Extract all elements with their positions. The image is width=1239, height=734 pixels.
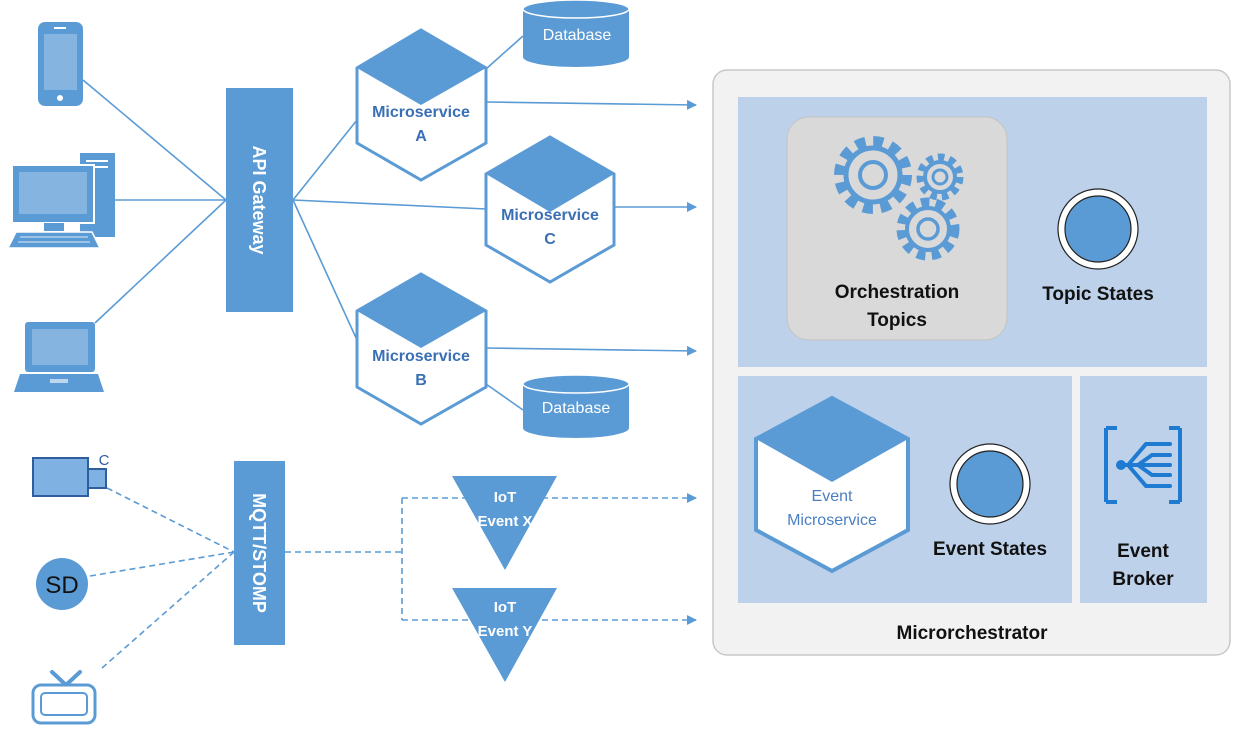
- mqtt-stomp-gateway: MQTT/STOMP: [234, 461, 285, 645]
- event-states-label: Event States: [933, 539, 1047, 560]
- event-microservice: Event Microservice: [754, 395, 910, 574]
- laptop-icon: [14, 322, 104, 392]
- microservice-b-letter: B: [415, 372, 427, 389]
- event-broker-icon: [1104, 426, 1182, 504]
- microrchestrator-title: Microrchestrator: [897, 623, 1049, 644]
- ms-a-arrow: [486, 99, 697, 110]
- gateway-to-ms-a-line: [292, 119, 358, 201]
- event-microservice-line1: Event: [812, 488, 853, 505]
- event-states: Event States: [933, 443, 1047, 560]
- broker-panel: [1080, 376, 1207, 603]
- microrchestrator-container: Microrchestrator: [712, 69, 1231, 656]
- microservice-a-name: Microservice: [372, 104, 470, 121]
- api-gateway: API Gateway: [226, 88, 293, 312]
- microservice-c-name: Microservice: [501, 207, 599, 224]
- microservice-c-letter: C: [544, 231, 556, 248]
- topic-states: Topic States: [1042, 188, 1154, 305]
- event-broker: Event Broker: [1104, 426, 1182, 590]
- mqtt-stomp-label: MQTT/STOMP: [249, 493, 269, 613]
- ms-b-arrow: [486, 345, 697, 356]
- camera-to-mqtt-line: [106, 487, 235, 553]
- api-gateway-label: API Gateway: [249, 145, 269, 254]
- tv-to-mqtt-line: [101, 551, 235, 669]
- database-top: Database: [522, 0, 630, 67]
- event-broker-line2: Broker: [1112, 569, 1174, 590]
- ms-a-to-db-line: [485, 35, 524, 70]
- gateway-to-ms-b-line: [292, 199, 358, 341]
- ms-b-to-db-line: [485, 383, 524, 411]
- event-broker-line1: Event: [1117, 541, 1169, 562]
- microservice-c: Microservice C: [484, 135, 616, 284]
- sd-device: SD: [36, 558, 88, 610]
- iot-event-x-name: Event X: [477, 513, 532, 530]
- iot-connectors: [89, 487, 697, 669]
- database-top-label: Database: [543, 27, 612, 44]
- laptop-to-gateway-line: [94, 199, 227, 324]
- iot-event-y-name: Event Y: [478, 623, 533, 640]
- orchestration-topics-line2: Topics: [867, 310, 927, 331]
- phone-to-gateway-line: [82, 79, 227, 201]
- event-microservice-line2: Microservice: [787, 512, 877, 529]
- gears-icon: [834, 136, 964, 261]
- microservice-b-name: Microservice: [372, 348, 470, 365]
- smartphone-icon: [38, 22, 83, 106]
- microservice-b: Microservice B: [355, 272, 488, 426]
- api-connectors: [82, 35, 697, 411]
- microservice-a-letter: A: [415, 128, 427, 145]
- camera-icon: C: [32, 452, 110, 497]
- topic-states-label: Topic States: [1042, 284, 1154, 305]
- desktop-computer-icon: [6, 153, 115, 249]
- microservice-a: Microservice A: [355, 28, 488, 182]
- orchestration-topics-line1: Orchestration: [835, 282, 960, 303]
- iot-event-y: IoT Event Y: [452, 588, 557, 682]
- iot-event-x: IoT Event X: [452, 476, 557, 570]
- iot-event-y-title: IoT: [494, 599, 517, 616]
- orchestration-topics-card: Orchestration Topics: [786, 116, 1008, 341]
- database-bottom-label: Database: [542, 400, 611, 417]
- iot-event-x-title: IoT: [494, 489, 517, 506]
- database-bottom: Database: [522, 374, 630, 438]
- tv-icon: [31, 670, 97, 725]
- sd-label: SD: [45, 572, 78, 599]
- sd-to-mqtt-line: [89, 551, 235, 577]
- camera-label: C: [99, 452, 110, 469]
- gateway-to-ms-c-line: [292, 199, 487, 210]
